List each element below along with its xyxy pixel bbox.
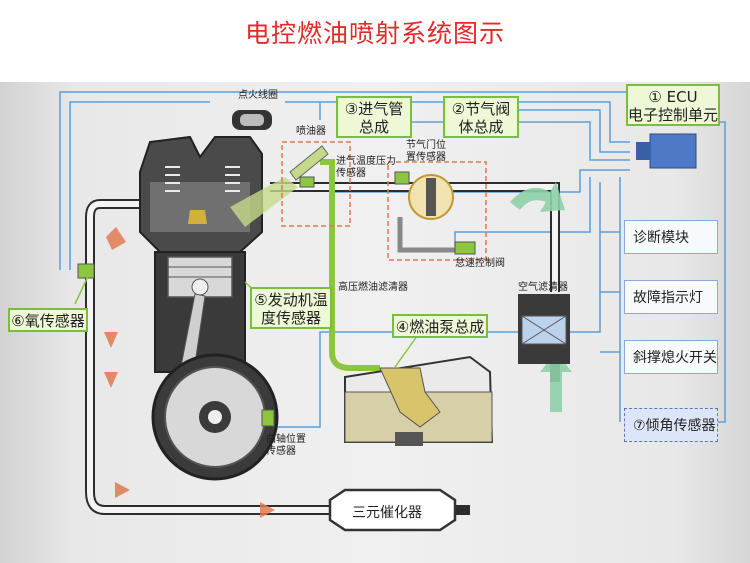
oxygen-sensor-label: ⑥氧传感器 [8, 308, 88, 332]
crank-sensor-label: 曲轴位置 传感器 [266, 434, 306, 458]
catalyst-label: 三元催化器 [352, 505, 422, 521]
intake-duct [270, 182, 560, 382]
tps-line2: 置传感器 [406, 152, 446, 163]
intake-temp-line1: 进气温度压力 [336, 156, 396, 167]
injector [289, 145, 329, 181]
kill-switch: 斜撑熄火开关 [624, 340, 718, 374]
crank-wheel [151, 353, 279, 481]
hp-filter-label: 高压燃油滤清器 [338, 282, 408, 293]
page-title: 电控燃油喷射系统图示 [244, 19, 505, 48]
fault-indicator: 故障指示灯 [624, 280, 718, 314]
intake-manifold-label: ③进气管 总成 [336, 96, 412, 138]
air-filter-label: 空气滤清器 [518, 282, 568, 293]
crank-line2: 传感器 [266, 446, 296, 457]
throttle-body [394, 171, 476, 255]
dashed-group-boxes [281, 141, 487, 261]
throttle-body-line2: 体总成 [458, 118, 504, 136]
tps-label: 节气门位 置传感器 [406, 140, 446, 164]
coolant-sensor-label: ⑤发动机温 度传感器 [250, 287, 332, 329]
coolant-line1: ⑤发动机温 [254, 291, 328, 309]
throttle-body-line1: ②节气阀 [451, 100, 511, 118]
diagram-board: ③进气管 总成 ②节气阀 体总成 ① ECU 电子控制单元 ⑤发动机温 度传感器… [0, 82, 750, 563]
intake-temp-line2: 传感器 [336, 168, 366, 179]
crank-sensor [261, 409, 275, 427]
fuel-tank [344, 355, 494, 446]
crank-line1: 曲轴位置 [266, 434, 306, 445]
injector-label: 喷油器 [296, 126, 326, 137]
ecu-line2: 电子控制单元 [628, 106, 719, 124]
air-filter [518, 294, 570, 364]
fuel-pump-label: ④燃油泵总成 [392, 314, 488, 338]
cylinder-head [139, 135, 298, 253]
idle-valve-label: 怠速控制阀 [455, 258, 505, 269]
tps-line1: 节气门位 [406, 140, 446, 151]
coil-label: 点火线圈 [238, 90, 278, 101]
catalyst-shape [328, 488, 457, 532]
ecu-line1: ① ECU [648, 88, 698, 106]
diagram-graphics [59, 91, 726, 532]
tilt-sensor: ⑦倾角传感器 [624, 408, 718, 442]
intake-temp-sensor [299, 176, 315, 188]
air-flow-arrows [510, 182, 572, 412]
intake-manifold-line2: 总成 [358, 118, 389, 136]
ecu-label: ① ECU 电子控制单元 [626, 84, 720, 126]
oxygen-sensor-mark [77, 263, 95, 279]
flow-arrows [104, 227, 275, 518]
ignition-coil [232, 110, 272, 130]
intake-temp-label: 进气温度压力 传感器 [336, 156, 396, 180]
ecu-module-icon [636, 133, 697, 169]
fuel-line [320, 159, 380, 371]
throttle-body-label: ②节气阀 体总成 [443, 96, 519, 138]
intake-manifold-line1: ③进气管 [344, 100, 404, 118]
coolant-line2: 度传感器 [260, 309, 321, 327]
diagnostic-module: 诊断模块 [624, 220, 718, 254]
